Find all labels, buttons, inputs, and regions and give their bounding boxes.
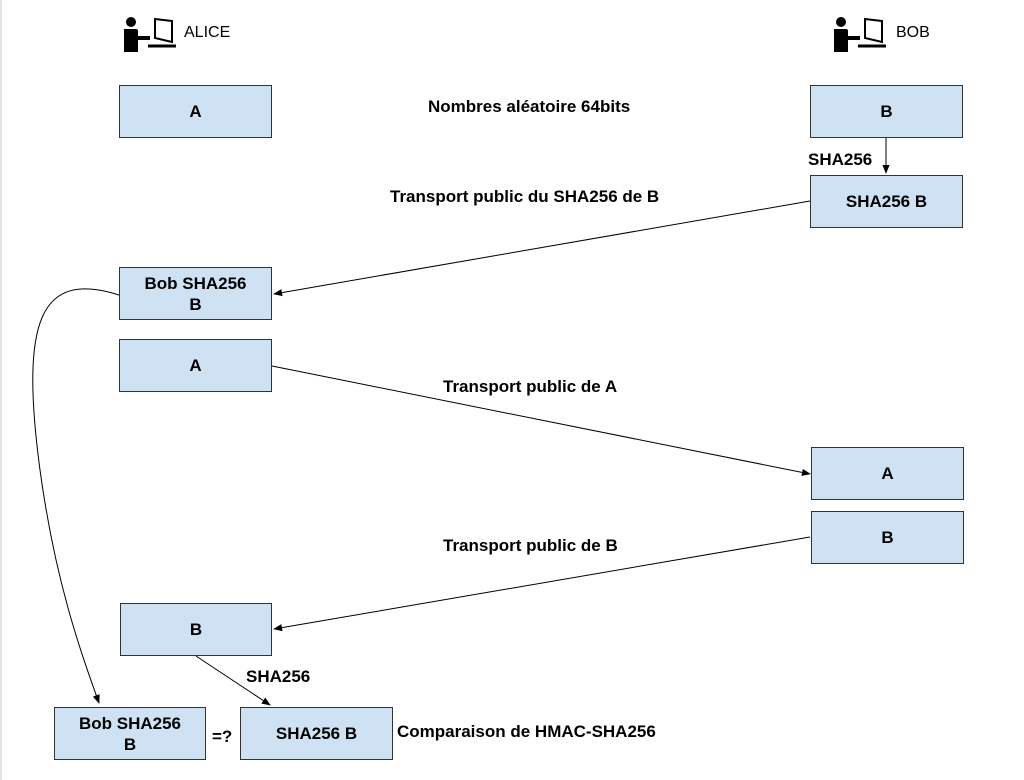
alice-bob-sha256-b-compare-box: Bob SHA256 B bbox=[54, 707, 206, 760]
alice-sha256-step-label: SHA256 bbox=[246, 667, 311, 686]
alice-sha256-b-box: SHA256 B bbox=[240, 707, 393, 760]
alice-a-send-box: A bbox=[119, 339, 272, 392]
bob-sha256-b-box: SHA256 B bbox=[810, 175, 963, 228]
alice-bob-sha256-b-box: Bob SHA256 B bbox=[119, 267, 272, 320]
bob-b-send-box: B bbox=[811, 511, 964, 564]
arrow-transport-b bbox=[273, 536, 811, 632]
compare-symbol: =? bbox=[212, 727, 233, 746]
comparison-label: Comparaison de HMAC-SHA256 bbox=[397, 722, 656, 741]
arrow-transport-sha-b bbox=[273, 200, 811, 297]
bob-random-b-box: B bbox=[810, 85, 963, 138]
bob-person-computer-icon bbox=[834, 17, 886, 52]
arrow-transport-a bbox=[271, 365, 811, 476]
random-numbers-label: Nombres aléatoire 64bits bbox=[428, 97, 631, 116]
alice-b-received-box: B bbox=[120, 603, 272, 656]
bob-name: BOB bbox=[896, 24, 930, 41]
arrow-bob-sha-to-comparison bbox=[32, 288, 120, 704]
transport-b-label: Transport public de B bbox=[443, 536, 618, 555]
transport-sha256-b-label: Transport public du SHA256 de B bbox=[390, 187, 660, 206]
alice-person-computer-icon bbox=[124, 17, 176, 52]
bob-a-received-box: A bbox=[811, 447, 964, 500]
bob-sha256-step-label: SHA256 bbox=[808, 150, 873, 169]
arrow-alice-sha-step bbox=[195, 655, 271, 706]
alice-random-a-box: A bbox=[119, 85, 272, 138]
alice-name: ALICE bbox=[184, 24, 231, 41]
transport-a-label: Transport public de A bbox=[443, 377, 618, 396]
left-edge-rule bbox=[0, 0, 2, 780]
